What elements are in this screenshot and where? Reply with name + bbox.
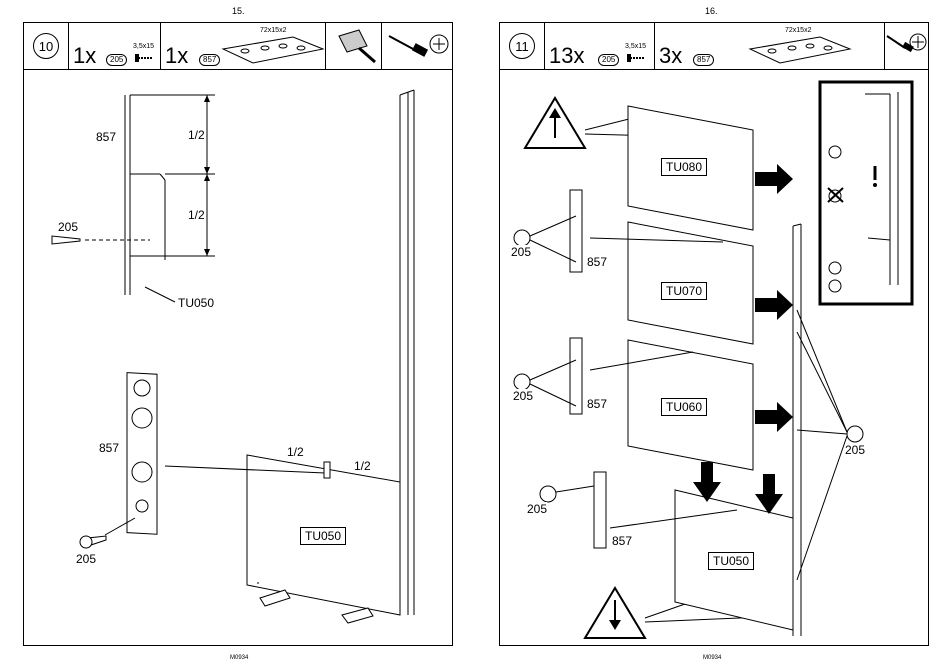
- step-cell: 11: [500, 23, 545, 69]
- part-cell-screw: 13x 205 3,5x15: [545, 23, 655, 69]
- connector-plate-icon: [750, 35, 850, 65]
- connector-plate-icon: [223, 35, 323, 65]
- part-size: 3,5x15: [625, 43, 646, 50]
- part-qty: 1x: [73, 43, 96, 69]
- label-half-right: 1/2: [354, 459, 371, 473]
- page-footer: M0934: [703, 655, 721, 661]
- step-number: 11: [509, 33, 535, 59]
- screwdriver-icon: [885, 26, 929, 66]
- screw-icon: [627, 54, 647, 62]
- label-205-c: 205: [527, 502, 547, 516]
- tool-cell-screwdriver: [885, 23, 930, 69]
- screwdriver-icon: [385, 26, 451, 66]
- panel-label-tu050: TU050: [300, 527, 346, 545]
- part-code: 857: [693, 54, 714, 66]
- panel-label-tu080: TU080: [661, 158, 707, 176]
- panel-label-tu050: TU050: [708, 552, 754, 570]
- label-half-lower: 1/2: [188, 208, 205, 222]
- part-cell-bracket: 1x 857 72x15x2: [161, 23, 326, 69]
- part-qty: 13x: [549, 43, 584, 69]
- label-205-side: 205: [845, 443, 865, 457]
- page-number: 16.: [705, 6, 718, 16]
- part-cell-screw: 1x 205 3,5x15: [69, 23, 161, 69]
- step-header: 10 1x 205 3,5x15 1x 857 72x15x2: [23, 22, 453, 70]
- part-cell-bracket: 3x 857 72x15x2: [655, 23, 885, 69]
- step-number: 10: [33, 33, 59, 59]
- label-205-bottom: 205: [76, 552, 96, 566]
- part-qty: 1x: [165, 43, 188, 69]
- tool-cell-screwdriver: [382, 23, 454, 69]
- label-205-top: 205: [58, 220, 78, 234]
- panel-label-tu070: TU070: [661, 282, 707, 300]
- label-857-a: 857: [587, 255, 607, 269]
- label-205-a: 205: [511, 245, 531, 259]
- label-half-left: 1/2: [287, 445, 304, 459]
- page-number: 15.: [232, 6, 245, 16]
- part-code: 857: [199, 54, 220, 66]
- left-page: 15. 10 1x 205 3,5x15 1x 857 72x15x2: [0, 0, 475, 672]
- label-tu050-ref: TU050: [178, 296, 214, 310]
- label-857-top: 857: [96, 130, 116, 144]
- label-205-b: 205: [513, 389, 533, 403]
- part-size: 72x15x2: [260, 27, 286, 34]
- label-857-mid: 857: [99, 441, 119, 455]
- label-half-upper: 1/2: [188, 128, 205, 142]
- part-qty: 3x: [659, 43, 682, 69]
- tool-cell-hammer: [326, 23, 382, 69]
- right-page: 16. 11 13x 205 3,5x15 3x 857 72x15x2: [475, 0, 950, 672]
- rubber-mallet-icon: [329, 26, 379, 66]
- label-857-b: 857: [587, 397, 607, 411]
- page-footer: M0934: [230, 655, 248, 661]
- part-size: 3,5x15: [133, 43, 154, 50]
- part-code: 205: [598, 54, 619, 66]
- part-code: 205: [106, 54, 127, 66]
- bracket-placement-diagram: [0, 70, 475, 650]
- step-header: 11 13x 205 3,5x15 3x 857 72x15x2: [499, 22, 929, 70]
- step-cell: 10: [24, 23, 69, 69]
- panel-label-tu060: TU060: [661, 398, 707, 416]
- label-857-c: 857: [612, 534, 632, 548]
- screw-icon: [135, 54, 155, 62]
- part-size: 72x15x2: [785, 27, 811, 34]
